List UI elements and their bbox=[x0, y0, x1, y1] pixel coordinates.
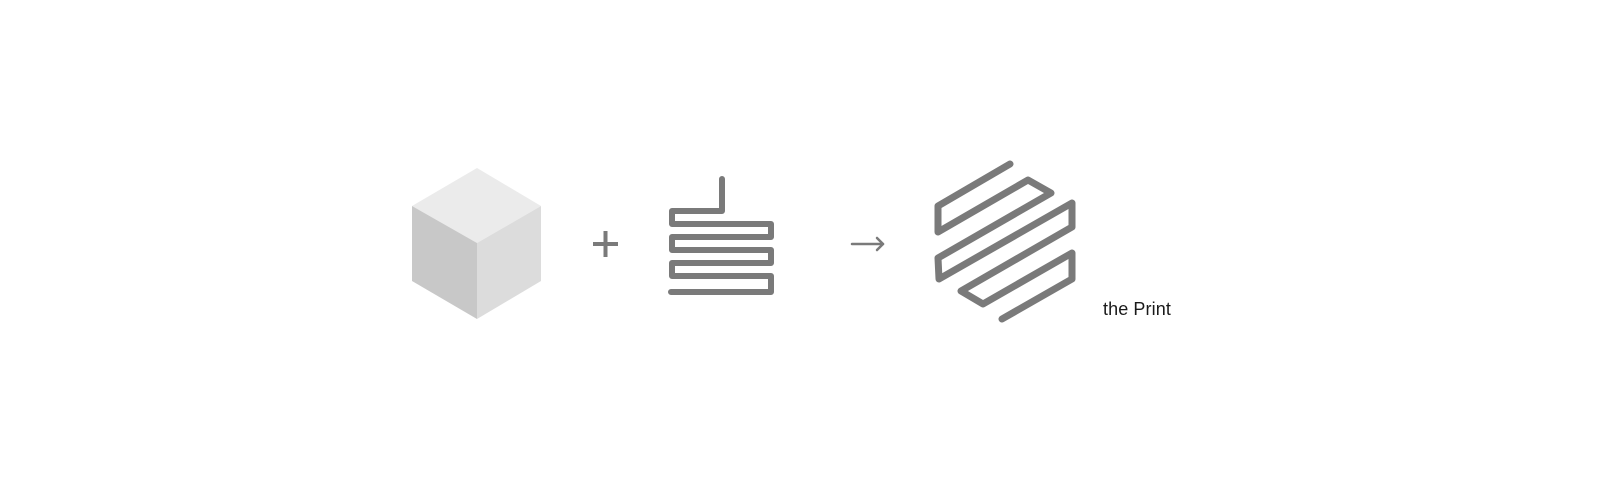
toolpath-icon bbox=[668, 176, 774, 295]
printed-object-icon bbox=[934, 160, 1076, 323]
cube-left-face bbox=[412, 206, 477, 319]
cube-icon bbox=[412, 168, 541, 319]
arrow-right-icon bbox=[850, 236, 885, 252]
cube-top-face bbox=[412, 168, 541, 243]
plus-icon bbox=[593, 231, 618, 257]
cube-right-face bbox=[477, 206, 541, 319]
caption-the-print: the Print bbox=[1103, 299, 1171, 319]
